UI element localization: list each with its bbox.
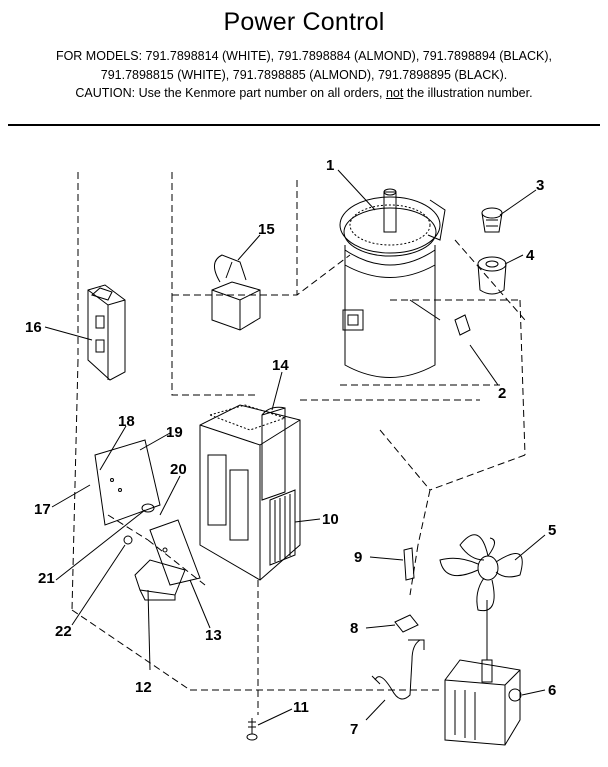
part-10-capacitor-bank xyxy=(199,404,301,581)
assembly-outline xyxy=(71,172,526,715)
part-16-switch xyxy=(87,284,126,381)
model-list-line-2: 791.7898815 (WHITE), 791.7898885 (ALMOND… xyxy=(100,68,508,82)
part-6-fan-motor xyxy=(444,600,522,746)
part-14-heat-sink xyxy=(261,406,286,501)
header-divider xyxy=(8,124,600,126)
callout-7: 7 xyxy=(350,721,358,738)
callout-3: 3 xyxy=(536,177,544,194)
part-5-fan-blade xyxy=(439,534,523,612)
part-13-board xyxy=(149,519,201,586)
callout-14: 14 xyxy=(272,357,289,374)
part-21-grommet xyxy=(141,503,155,513)
callout-8: 8 xyxy=(350,620,358,637)
callout-17: 17 xyxy=(34,501,51,518)
callout-12: 12 xyxy=(135,679,152,696)
callout-18: 18 xyxy=(118,413,135,430)
callout-15: 15 xyxy=(258,221,275,238)
leader-lines xyxy=(44,169,546,726)
caution-prefix: CAUTION: Use the Kenmore part number on … xyxy=(75,86,386,100)
part-15-transformer xyxy=(211,254,261,331)
part-1-motor xyxy=(339,188,446,378)
callout-22: 22 xyxy=(55,623,72,640)
callout-13: 13 xyxy=(205,627,222,644)
callout-16: 16 xyxy=(25,319,42,336)
callout-9: 9 xyxy=(354,549,362,566)
page-title: Power Control xyxy=(223,8,385,36)
part-8-bracket xyxy=(394,614,419,633)
part-22-washer xyxy=(123,535,133,545)
callout-19: 19 xyxy=(166,424,183,441)
caution-note: CAUTION: Use the Kenmore part number on … xyxy=(0,86,608,100)
part-4-bearing xyxy=(477,256,507,295)
callout-20: 20 xyxy=(170,461,187,478)
part-3-cap xyxy=(481,207,503,233)
part-9-strap xyxy=(403,547,415,581)
model-list-line-1: FOR MODELS: 791.7898814 (WHITE), 791.789… xyxy=(55,49,553,63)
part-7-wire-harness xyxy=(371,639,425,700)
part-19-circuit-board xyxy=(94,439,161,526)
callout-6: 6 xyxy=(548,682,556,699)
callout-11: 11 xyxy=(293,699,309,716)
callout-labels: 1 2 3 4 5 6 7 8 9 10 11 12 13 14 15 16 1… xyxy=(25,157,556,738)
callout-4: 4 xyxy=(526,247,535,264)
caution-emphasis: not xyxy=(385,86,404,100)
callout-10: 10 xyxy=(322,511,339,528)
callout-1: 1 xyxy=(326,157,334,174)
part-2-clip xyxy=(454,314,471,336)
caution-suffix: the illustration number. xyxy=(403,86,533,100)
callout-5: 5 xyxy=(548,522,556,539)
part-12-bracket-plate xyxy=(134,559,186,601)
part-11-screw xyxy=(246,718,258,741)
model-list: FOR MODELS: 791.7898814 (WHITE), 791.789… xyxy=(0,47,608,85)
callout-2: 2 xyxy=(498,385,506,402)
callout-21: 21 xyxy=(38,570,55,587)
